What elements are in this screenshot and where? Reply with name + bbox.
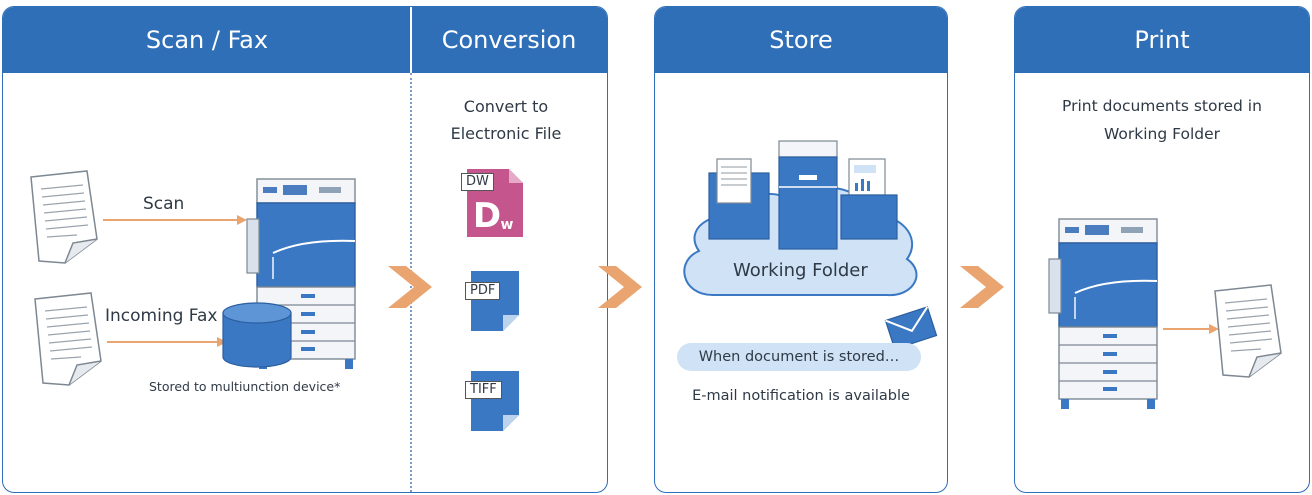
email-notification-text: E-mail notification is available	[692, 388, 910, 404]
scan-conversion-header	[3, 7, 607, 73]
cabinet-icon	[778, 140, 838, 250]
scan-fax-title: Scan / Fax	[145, 26, 269, 54]
store-title: Store	[655, 7, 947, 73]
scan-conversion-panel: Scan / Fax Conversion Scan Incoming Fax	[2, 6, 608, 493]
print-output-arrow-icon	[1163, 324, 1219, 334]
dw-format-label: DW	[461, 173, 494, 191]
store-panel: Store Working Folder When document is st…	[654, 6, 948, 493]
email-envelope-icon	[884, 306, 938, 350]
stored-note: Stored to multiunction device*	[149, 379, 341, 394]
arrow-to-conversion-icon	[388, 266, 432, 308]
storage-cylinder-icon	[222, 302, 292, 368]
arrow-to-store-icon	[598, 266, 642, 308]
arrow-to-print-icon	[960, 266, 1004, 308]
output-printer-icon	[1048, 218, 1158, 409]
scan-document-icon	[30, 170, 98, 264]
conversion-title: Conversion	[441, 26, 577, 54]
svg-text:D: D	[473, 196, 501, 236]
scan-label: Scan	[143, 194, 185, 214]
print-description: Print documents stored in Working Folder	[1062, 97, 1262, 143]
tiff-format-label: TIFF	[465, 381, 502, 399]
printed-document-icon	[1214, 284, 1282, 378]
fax-document-icon	[34, 292, 102, 386]
incoming-fax-label: Incoming Fax	[105, 306, 218, 326]
header-divider	[410, 7, 412, 73]
print-panel: Print Print documents stored in Working …	[1014, 6, 1310, 493]
print-title: Print	[1015, 7, 1309, 73]
pdf-format-label: PDF	[465, 282, 501, 300]
documents-stack-icon	[708, 158, 770, 240]
convert-heading: Convert to Electronic File	[450, 97, 562, 144]
scan-arrow-icon	[103, 215, 247, 225]
chart-document-icon	[840, 158, 898, 240]
svg-text:w: w	[501, 217, 514, 233]
stored-bubble: When document is stored…	[677, 343, 921, 371]
tiff-file-icon	[471, 371, 519, 431]
fax-arrow-icon	[107, 337, 227, 347]
pdf-file-icon	[471, 271, 519, 331]
working-folder-label: Working Folder	[733, 260, 868, 281]
